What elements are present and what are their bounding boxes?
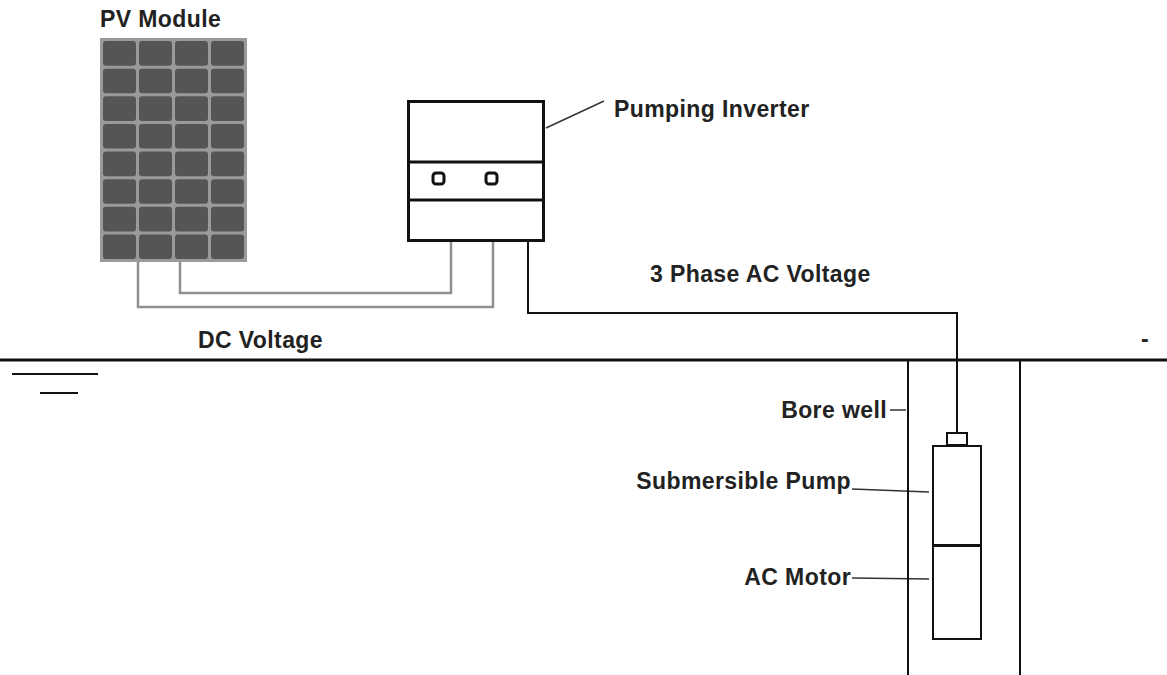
leader-line	[546, 101, 604, 128]
pv-cell	[211, 124, 244, 149]
pv-cell	[139, 179, 172, 204]
panel-divider	[407, 199, 545, 202]
pv-cell	[139, 207, 172, 232]
ac-motor: AC Motor	[932, 545, 982, 640]
pv-cell	[175, 152, 208, 177]
voltage-label: DC Voltage	[198, 327, 323, 355]
leader-line	[852, 489, 929, 492]
indicator-dot	[486, 173, 497, 184]
cable-cap	[947, 433, 967, 445]
pv-panel: PV Module	[100, 38, 247, 262]
pump-cap	[932, 445, 982, 546]
pv-cell	[139, 124, 172, 149]
pv-cell	[211, 69, 244, 94]
ground-symbol	[12, 373, 98, 375]
pv-cell	[175, 69, 208, 94]
pv-cell	[103, 69, 136, 94]
pv-cell	[103, 152, 136, 177]
pv-cell	[139, 96, 172, 121]
pv-cell	[139, 41, 172, 66]
submersible-pump: Submersible Pump	[932, 445, 982, 546]
pv-cell	[211, 179, 244, 204]
inverter-panel	[407, 100, 545, 242]
pv-cell	[103, 96, 136, 121]
pv-cell	[175, 234, 208, 259]
pv-cell	[139, 152, 172, 177]
pv-cell	[175, 124, 208, 149]
node-label: Pumping Inverter	[614, 96, 810, 124]
panel-divider	[407, 161, 545, 164]
pv-cell	[103, 41, 136, 66]
ground-symbol	[40, 392, 78, 394]
pv-cell	[139, 69, 172, 94]
pv-cell-grid	[100, 38, 247, 262]
node-label: Submersible Pump	[636, 468, 851, 496]
pv-cell	[175, 207, 208, 232]
pv-cell	[211, 234, 244, 259]
pv-cell	[211, 96, 244, 121]
ground-line	[0, 359, 1167, 362]
panel-frame	[100, 38, 247, 262]
pv-cell	[211, 41, 244, 66]
leader-line	[890, 409, 906, 411]
pv-cell	[211, 207, 244, 232]
pv-cell	[139, 234, 172, 259]
pv-cell	[103, 207, 136, 232]
note-mark: -	[1141, 326, 1149, 354]
inverter-box: Pumping Inverter	[407, 100, 545, 242]
pv-cell	[211, 152, 244, 177]
bore-well: Submersible PumpAC MotorBore well	[907, 360, 1021, 675]
leader-line	[852, 578, 929, 579]
indicator-dot	[433, 173, 444, 184]
node-label: PV Module	[100, 6, 221, 34]
pv-cell	[103, 124, 136, 149]
node-label: AC Motor	[744, 564, 851, 592]
voltage-label: 3 Phase AC Voltage	[650, 261, 871, 289]
ac-cable	[528, 242, 957, 445]
pv-cell	[175, 179, 208, 204]
pv-cell	[103, 179, 136, 204]
pv-cell	[103, 234, 136, 259]
node-label: Bore well	[781, 397, 887, 425]
pv-cell	[175, 96, 208, 121]
pv-cell	[175, 41, 208, 66]
